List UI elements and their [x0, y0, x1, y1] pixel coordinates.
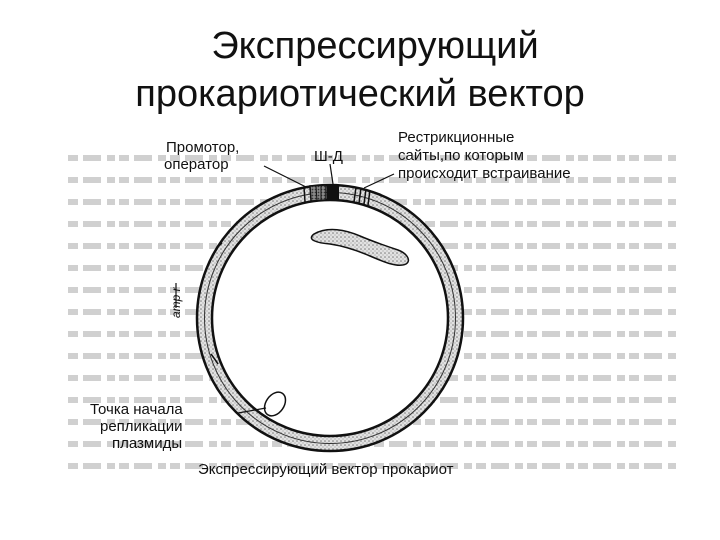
origin-label-line-2: репликации — [100, 418, 183, 435]
restriction-sites — [353, 186, 371, 206]
restriction-label-line-3: происходит встраивание — [398, 165, 571, 182]
title-line-1: Экспрессирующий — [211, 25, 539, 67]
promoter-label-line-1: Промотор, — [166, 139, 239, 156]
amp-label: amp r — [169, 286, 183, 318]
origin-label-line-1: Точка начала — [90, 401, 183, 418]
sd-label: Ш-Д — [314, 148, 343, 165]
inserted-gene — [310, 228, 410, 267]
promoter-label-line-2: оператор — [164, 156, 229, 173]
plasmid-diagram: Промотор, оператор Ш-Д Рестрикционные са… — [68, 129, 678, 478]
promoter-region — [303, 184, 327, 203]
plasmid-ring — [195, 183, 465, 453]
page-title: Экспрессирующий прокариотический вектор — [0, 22, 720, 118]
sd-region — [327, 185, 339, 201]
amp-gene-region — [210, 242, 223, 365]
restriction-label-line-1: Рестрикционные — [398, 129, 514, 146]
figure-caption: Экспрессирующий вектор прокариот — [198, 461, 454, 478]
restriction-label-line-2: сайты,по которым — [398, 147, 524, 164]
leader-lines — [175, 163, 395, 414]
origin-label-line-3: плазмиды — [112, 435, 182, 452]
title-line-2: прокариотический вектор — [135, 73, 585, 115]
plasmid-figure: Промотор, оператор Ш-Д Рестрикционные са… — [68, 128, 678, 480]
origin-marker — [263, 391, 287, 417]
